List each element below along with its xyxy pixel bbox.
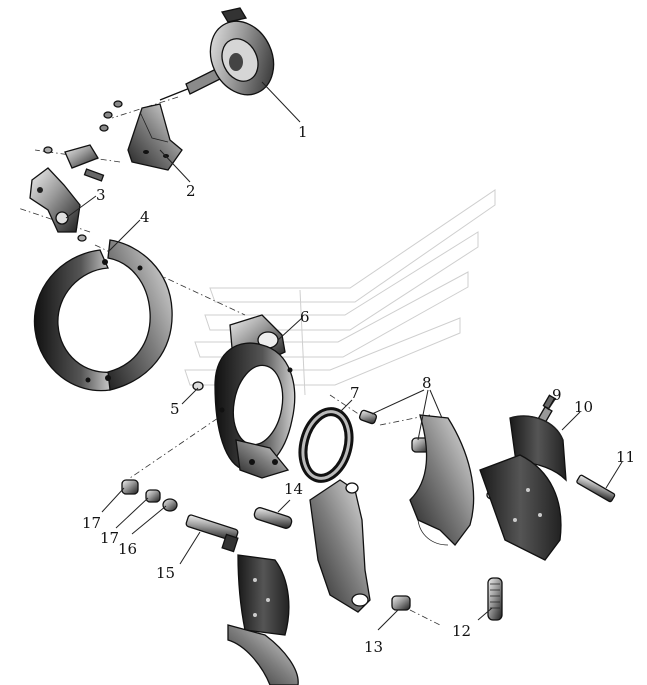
part-3-slack-adjuster (29, 167, 81, 233)
callout-10: 10 (574, 398, 593, 416)
watermark-logo (184, 189, 496, 396)
part-17-bushing-b (145, 489, 161, 503)
callout-2: 2 (186, 182, 196, 200)
part-16-washer (162, 498, 178, 512)
callout-14: 14 (284, 480, 303, 498)
callout-11: 11 (616, 448, 635, 466)
callout-1: 1 (298, 123, 308, 141)
callout-6: 6 (300, 308, 310, 326)
callout-4: 4 (140, 208, 150, 226)
callout-3: 3 (96, 186, 106, 204)
callout-16: 16 (118, 540, 137, 558)
callout-12: 12 (452, 622, 471, 640)
brake-shoe-right (409, 414, 562, 561)
brake-shoe-left (309, 479, 371, 613)
part-6-brake-spider (214, 314, 296, 479)
callout-17-lower: 17 (100, 529, 119, 547)
callout-5: 5 (170, 400, 180, 418)
part-8-rollers (358, 409, 431, 453)
callout-8: 8 (422, 374, 432, 392)
part-5-pin (192, 381, 204, 391)
leader-lines (65, 81, 623, 631)
callout-9: 9 (552, 386, 562, 404)
part-12-return-spring (487, 577, 503, 621)
part-2-bracket (127, 103, 183, 171)
part-1-air-chamber (159, 7, 275, 101)
callout-13: 13 (364, 638, 383, 656)
part-15-camshaft (185, 514, 239, 553)
part-11-anchor-pin (576, 474, 616, 503)
part-4-dust-shield (33, 239, 173, 392)
part-13-roller (391, 595, 411, 611)
washers-and-pins (43, 100, 123, 242)
part-17-bushing-a (121, 479, 139, 495)
part-7-seal-ring (298, 407, 354, 483)
callout-15: 15 (156, 564, 175, 582)
brake-lining-lower (227, 554, 299, 685)
callout-7: 7 (350, 384, 360, 402)
callout-17-upper: 17 (82, 514, 101, 532)
part-14-bushing (253, 507, 293, 529)
